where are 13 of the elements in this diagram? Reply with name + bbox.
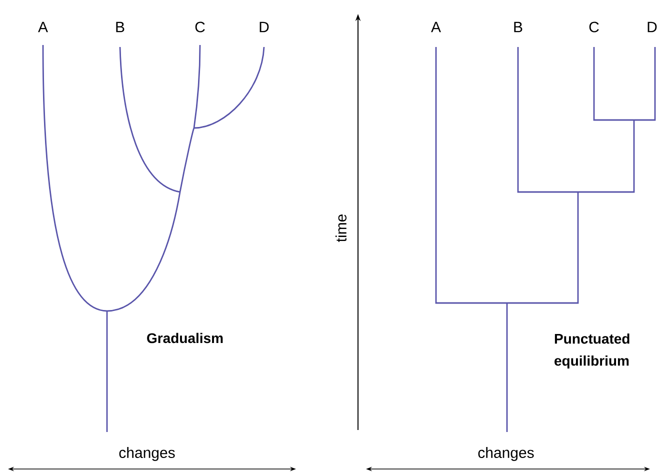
tip-label: D: [648, 22, 657, 32]
tip-label: C: [195, 22, 205, 32]
axis-label: changes: [119, 447, 175, 461]
tree-title: Punctuated equilibrium: [554, 333, 630, 369]
axis-label: changes: [478, 447, 534, 461]
tip-label: B: [514, 22, 522, 32]
tip-label: B: [116, 22, 124, 32]
tip-label: C: [589, 22, 599, 32]
tree-title: Gradualism: [147, 332, 223, 344]
axis-label: time: [336, 214, 346, 242]
tip-label: A: [431, 22, 441, 32]
tip-label: A: [38, 22, 48, 32]
tip-label: D: [260, 22, 269, 32]
